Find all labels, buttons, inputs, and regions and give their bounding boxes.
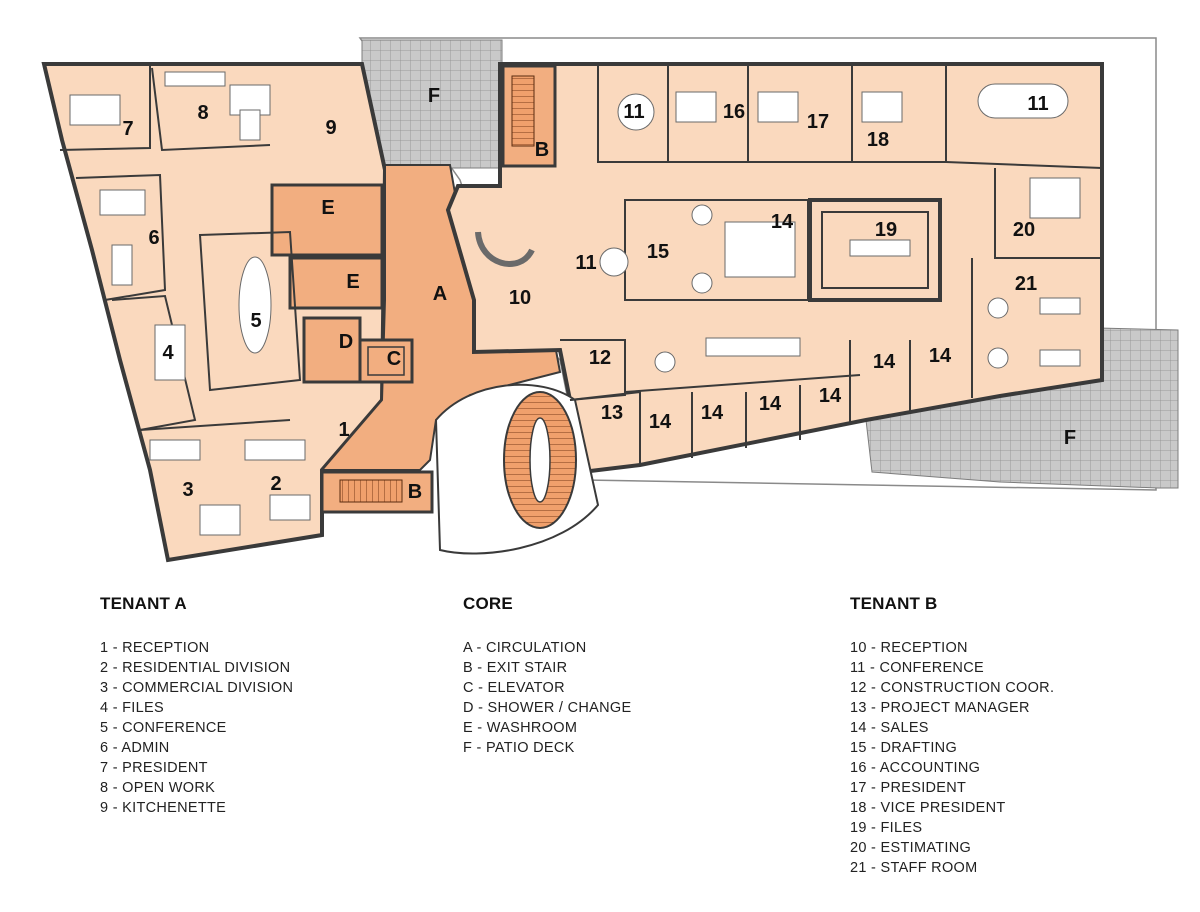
legend-item: A - CIRCULATION <box>463 640 587 656</box>
shower-d <box>302 316 362 384</box>
legend-item: 7 - PRESIDENT <box>100 760 208 776</box>
label-deck-f-right: F <box>1064 427 1076 449</box>
label-core-e-bottom: E <box>346 271 359 293</box>
label-room-14-f: 14 <box>929 345 952 367</box>
legend-item: 19 - FILES <box>850 820 923 836</box>
label-room-21: 21 <box>1015 273 1037 295</box>
legend-item: 14 - SALES <box>850 720 929 736</box>
floor-plan: 1 2 3 4 5 6 7 8 9 A B B C D E E F F 10 1… <box>41 37 1179 563</box>
legend-item: 18 - VICE PRESIDENT <box>850 800 1006 816</box>
label-room-6: 6 <box>148 227 159 249</box>
label-room-7: 7 <box>122 118 133 140</box>
label-room-4: 4 <box>162 342 174 364</box>
label-room-11-a: 11 <box>623 101 644 123</box>
label-room-14-b: 14 <box>701 402 724 424</box>
label-core-c: C <box>387 348 401 370</box>
label-room-2: 2 <box>270 473 281 495</box>
label-room-14-d: 14 <box>819 385 842 407</box>
label-room-10: 10 <box>509 287 531 309</box>
stair-b-bottom-treads <box>339 479 403 503</box>
label-room-13: 13 <box>601 402 623 424</box>
legend-item: 8 - OPEN WORK <box>100 780 216 796</box>
legend-tenant-a: TENANT A 1 - RECEPTION 2 - RESIDENTIAL D… <box>100 594 293 818</box>
legend-item: 11 - CONFERENCE <box>850 660 984 676</box>
label-deck-f-top: F <box>428 85 440 107</box>
legend-item: 2 - RESIDENTIAL DIVISION <box>100 660 291 676</box>
label-room-5: 5 <box>250 310 261 332</box>
legend-item: C - ELEVATOR <box>463 680 565 696</box>
label-room-14-c: 14 <box>759 393 782 415</box>
legend-item: 4 - FILES <box>100 700 164 716</box>
label-room-16: 16 <box>723 101 745 123</box>
stair-b-top-treads <box>511 75 535 147</box>
washroom-e-top <box>270 183 384 257</box>
legend-item: 13 - PROJECT MANAGER <box>850 700 1030 716</box>
label-room-11-c: 11 <box>575 252 596 274</box>
legend-item: B - EXIT STAIR <box>463 660 568 676</box>
reception-desk-curve <box>475 231 535 267</box>
legend-tenant-b: TENANT B 10 - RECEPTION 11 - CONFERENCE … <box>850 594 1054 878</box>
legend-item: 1 - RECEPTION <box>100 640 210 656</box>
label-core-e-top: E <box>321 197 334 219</box>
legend-item: 9 - KITCHENETTE <box>100 800 227 816</box>
legend-core: CORE A - CIRCULATION B - EXIT STAIR C - … <box>463 594 631 758</box>
label-core-b-top: B <box>535 139 549 161</box>
room-labels: 1 2 3 4 5 6 7 8 9 A B B C D E E F F 10 1… <box>122 85 1076 503</box>
elevator-car <box>367 346 405 376</box>
legend-item: 16 - ACCOUNTING <box>850 760 981 776</box>
legend-core-title: CORE <box>463 594 513 613</box>
tenant-b-furniture <box>599 83 1081 373</box>
label-room-15: 15 <box>647 241 669 263</box>
label-room-8: 8 <box>197 102 208 124</box>
legend-item: 5 - CONFERENCE <box>100 720 227 736</box>
legend-item: F - PATIO DECK <box>463 740 575 756</box>
label-core-d: D <box>339 331 353 353</box>
label-room-1: 1 <box>338 419 349 441</box>
label-room-12: 12 <box>589 347 611 369</box>
legend-item: 12 - CONSTRUCTION COOR. <box>850 680 1055 696</box>
legend-item: 21 - STAFF ROOM <box>850 860 978 876</box>
patio-deck-top <box>361 39 503 169</box>
legend-item: 20 - ESTIMATING <box>850 840 972 856</box>
label-room-17: 17 <box>807 111 829 133</box>
legend-tenant-a-title: TENANT A <box>100 594 187 613</box>
label-room-3: 3 <box>182 479 193 501</box>
legend-item: 17 - PRESIDENT <box>850 780 967 796</box>
label-room-14-e: 14 <box>873 351 896 373</box>
files-room-19-inner <box>821 211 929 289</box>
legend-item: E - WASHROOM <box>463 720 578 736</box>
label-room-14-g: 14 <box>771 211 794 233</box>
spiral-stair-core <box>529 417 551 503</box>
legend-item: 3 - COMMERCIAL DIVISION <box>100 680 294 696</box>
legend-item: D - SHOWER / CHANGE <box>463 700 632 716</box>
legend-item: 6 - ADMIN <box>100 740 170 756</box>
label-room-9: 9 <box>325 117 336 139</box>
label-room-14-a: 14 <box>649 411 672 433</box>
legend-item: 10 - RECEPTION <box>850 640 968 656</box>
washroom-e-bottom <box>288 256 384 310</box>
label-core-b-bottom: B <box>408 481 422 503</box>
label-room-18: 18 <box>867 129 889 151</box>
legend-tenant-b-title: TENANT B <box>850 594 938 613</box>
legend-item: 15 - DRAFTING <box>850 740 958 756</box>
tenant-a-furniture <box>69 71 311 536</box>
label-room-19: 19 <box>875 219 897 241</box>
label-room-11-b: 11 <box>1027 93 1048 115</box>
label-room-20: 20 <box>1013 219 1035 241</box>
label-core-a: A <box>433 283 447 305</box>
